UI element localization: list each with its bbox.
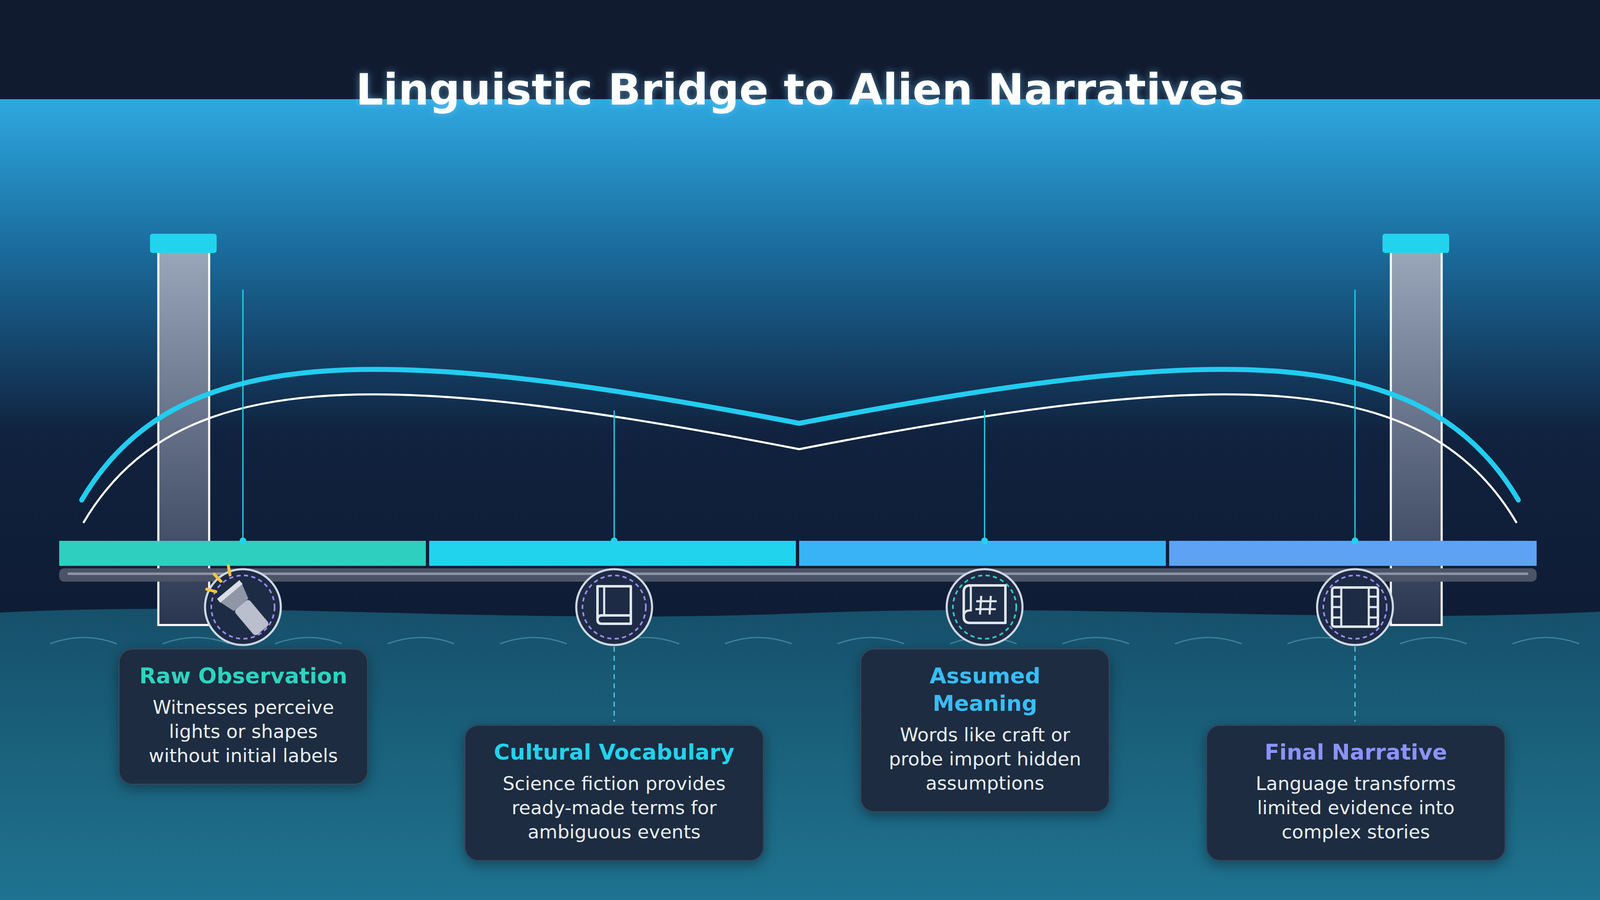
step-body: Witnesses perceive lights or shapes with… [133, 695, 353, 768]
water [0, 608, 1600, 900]
step-card: Assumed MeaningWords like craft or probe… [860, 648, 1110, 813]
ripple [837, 637, 905, 644]
title: Linguistic Bridge to Alien Narratives [0, 58, 1600, 121]
step-heading: Final Narrative [1221, 738, 1491, 766]
step-body: Language transforms limited evidence int… [1221, 771, 1491, 845]
step-body: Science fiction provides ready-made term… [479, 771, 749, 845]
ripple [1175, 637, 1242, 644]
cable [83, 394, 1517, 523]
blueprint-icon [946, 569, 1023, 645]
ripple [162, 637, 230, 644]
step-body: Words like craft or probe import hidden … [875, 722, 1095, 796]
step-heading: Assumed Meaning [875, 662, 1095, 718]
step-card: Cultural VocabularyScience fiction provi… [464, 724, 765, 862]
bridge-deck [59, 540, 1537, 582]
step-heading: Cultural Vocabulary [479, 738, 749, 766]
step-card: Raw ObservationWitnesses perceive lights… [118, 648, 369, 785]
ripple [50, 637, 117, 644]
ripple [725, 637, 792, 644]
hangers [242, 289, 1355, 541]
ripple [500, 637, 567, 644]
ripple [275, 637, 342, 644]
sky [0, 99, 1600, 641]
cable [81, 369, 1519, 500]
ripple [387, 637, 455, 644]
ripple [1512, 637, 1580, 644]
ripple [1062, 637, 1130, 644]
film-icon [1317, 569, 1393, 645]
step-heading: Raw Observation [133, 662, 353, 690]
step-card: Final NarrativeLanguage transforms limit… [1205, 724, 1506, 862]
hanger-dots [239, 537, 1359, 545]
book-icon [576, 569, 653, 645]
ripple [1400, 637, 1467, 644]
flashlight-icon [205, 565, 281, 645]
